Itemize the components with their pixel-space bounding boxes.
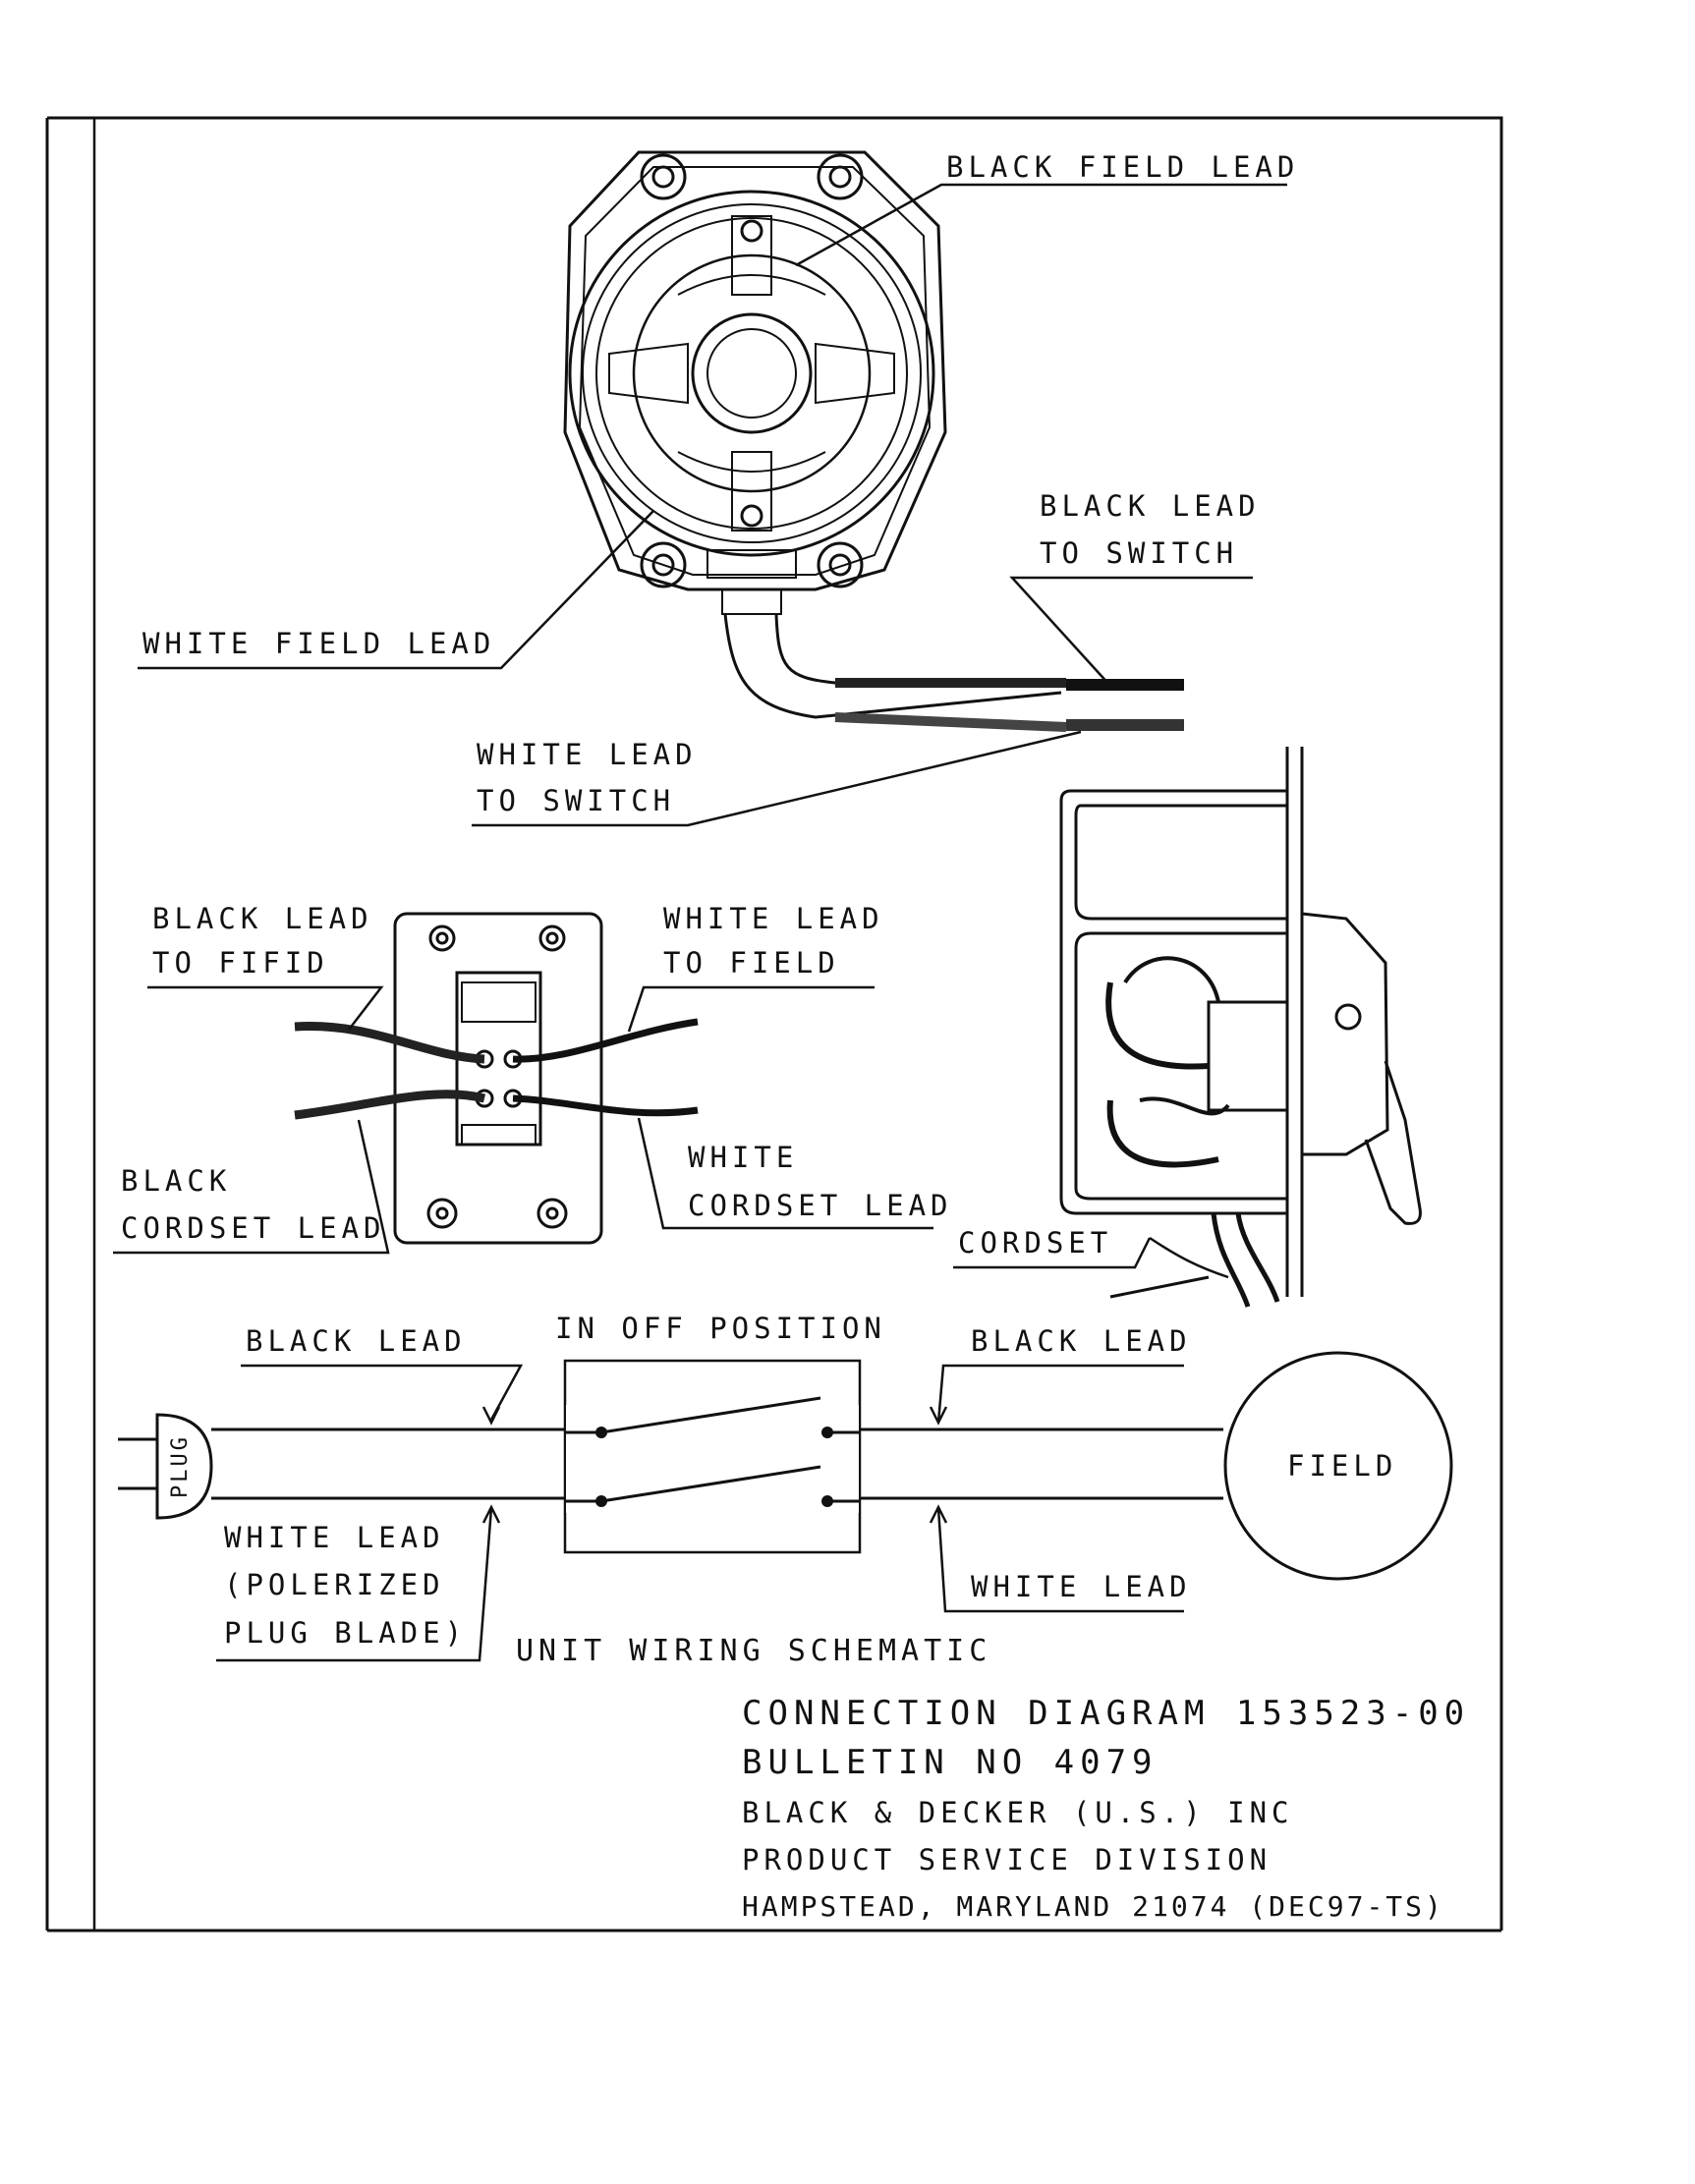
motor-cable bbox=[723, 613, 1184, 732]
label-white-cordset-lead: WHITE CORDSET LEAD bbox=[637, 1117, 953, 1230]
white-lead-left-line2: (POLERIZED bbox=[224, 1568, 445, 1601]
housing-section-view bbox=[1059, 747, 1422, 1308]
schematic-switch-contacts bbox=[565, 1396, 860, 1507]
label-black-lead-right: BLACK LEAD bbox=[929, 1324, 1192, 1426]
label-white-lead-to-field: WHITE LEAD TO FIELD bbox=[627, 902, 884, 1033]
label-black-lead-left: BLACK LEAD bbox=[241, 1324, 524, 1426]
label-cordset: CORDSET bbox=[953, 1226, 1229, 1279]
label-white-lead-to-switch: WHITE LEAD TO SWITCH bbox=[472, 730, 1082, 827]
label-white-lead-right: WHITE LEAD bbox=[929, 1504, 1192, 1613]
white-lead-to-field-line1: WHITE LEAD bbox=[663, 902, 884, 935]
title-block-line5: HAMPSTEAD, MARYLAND 21074 (DEC97-TS) bbox=[742, 1890, 1444, 1923]
schematic-title: UNIT WIRING SCHEMATIC bbox=[516, 1634, 991, 1668]
white-lead-left-line1: WHITE LEAD bbox=[224, 1521, 445, 1554]
black-lead-right-text: BLACK LEAD bbox=[971, 1324, 1192, 1358]
label-black-lead-to-field: BLACK LEAD TO FIFID bbox=[147, 902, 384, 1031]
white-cordset-lead-line1: WHITE bbox=[688, 1141, 798, 1174]
label-black-lead-to-switch: BLACK LEAD TO SWITCH bbox=[1009, 489, 1261, 687]
white-cordset-lead-line2: CORDSET LEAD bbox=[688, 1189, 953, 1222]
field-symbol: FIELD bbox=[1223, 1351, 1453, 1581]
title-block-line2: BULLETIN NO 4079 bbox=[742, 1743, 1158, 1782]
title-block-line1: CONNECTION DIAGRAM 153523-00 bbox=[742, 1694, 1470, 1733]
switch-position-caption: IN OFF POSITION bbox=[555, 1312, 886, 1345]
black-field-lead-text: BLACK FIELD LEAD bbox=[946, 150, 1299, 184]
white-lead-to-switch-line1: WHITE LEAD bbox=[477, 738, 698, 771]
title-block-line4: PRODUCT SERVICE DIVISION bbox=[742, 1843, 1271, 1876]
schematic-switch-box bbox=[563, 1359, 862, 1554]
label-black-cordset-lead: BLACK CORDSET LEAD bbox=[113, 1119, 390, 1255]
white-lead-left-line3: PLUG BLADE) bbox=[224, 1616, 467, 1650]
field-label: FIELD bbox=[1287, 1449, 1397, 1483]
switch-front-view bbox=[294, 912, 699, 1245]
white-lead-to-field-line2: TO FIELD bbox=[663, 946, 840, 980]
black-lead-left-text: BLACK LEAD bbox=[246, 1324, 467, 1358]
label-white-lead-left: WHITE LEAD (POLERIZED PLUG BLADE) bbox=[216, 1504, 501, 1662]
black-lead-to-field-line1: BLACK LEAD bbox=[152, 902, 373, 935]
cordset-text: CORDSET bbox=[958, 1226, 1112, 1260]
unit-wiring-schematic: PLUG IN OFF POSITION FIELD bbox=[118, 1312, 1453, 1668]
black-lead-to-switch-line1: BLACK LEAD bbox=[1040, 489, 1261, 523]
white-lead-right-text: WHITE LEAD bbox=[971, 1570, 1192, 1603]
white-field-lead-text: WHITE FIELD LEAD bbox=[142, 627, 495, 660]
motor-end-view bbox=[563, 150, 947, 615]
title-block: CONNECTION DIAGRAM 153523-00 BULLETIN NO… bbox=[742, 1694, 1470, 1923]
plug-label: PLUG bbox=[168, 1434, 193, 1498]
label-white-field-lead: WHITE FIELD LEAD bbox=[138, 510, 654, 670]
sheet-border bbox=[45, 116, 1503, 1932]
plug-symbol: PLUG bbox=[118, 1413, 213, 1520]
black-lead-to-field-line2: TO FIFID bbox=[152, 946, 329, 980]
black-lead-to-switch-line2: TO SWITCH bbox=[1040, 536, 1238, 570]
white-lead-to-switch-line2: TO SWITCH bbox=[477, 784, 675, 817]
title-block-line3: BLACK & DECKER (U.S.) INC bbox=[742, 1796, 1294, 1829]
label-black-field-lead: BLACK FIELD LEAD bbox=[795, 150, 1299, 267]
black-cordset-lead-line1: BLACK bbox=[121, 1164, 231, 1198]
black-cordset-lead-line2: CORDSET LEAD bbox=[121, 1211, 386, 1245]
